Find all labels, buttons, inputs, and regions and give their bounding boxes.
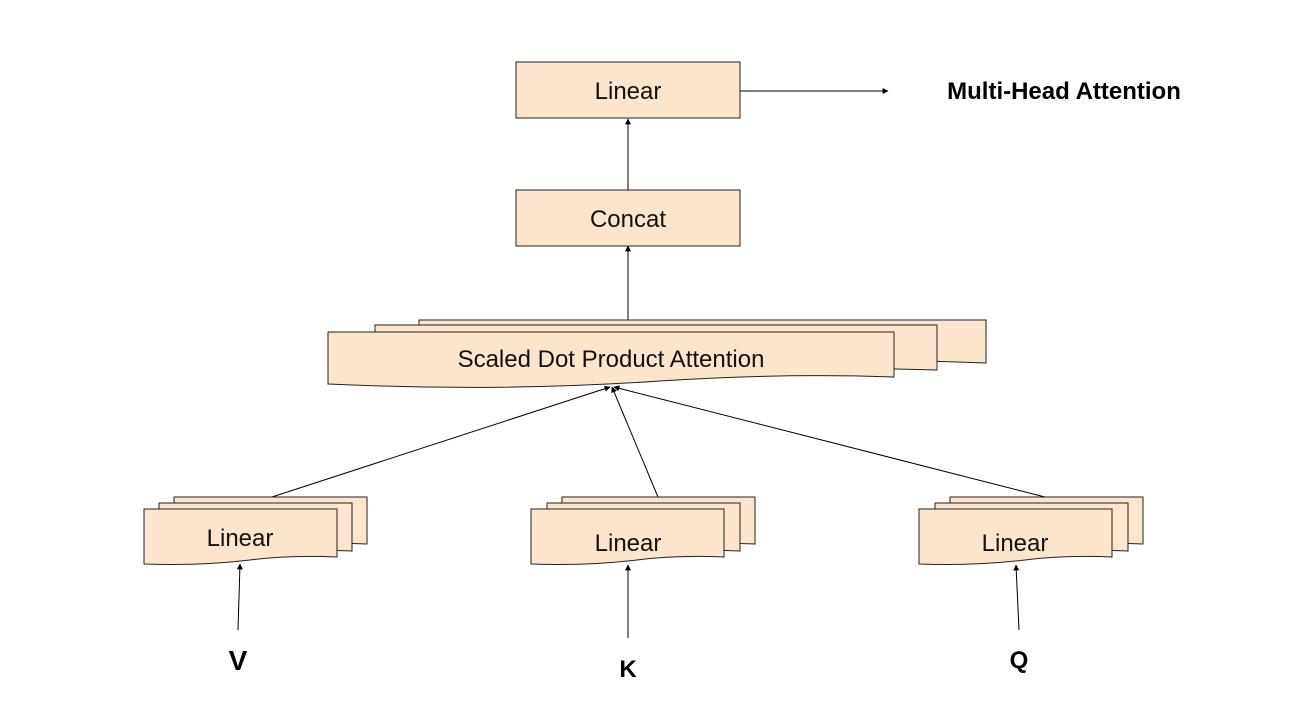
attention-node: Scaled Dot Product Attention xyxy=(327,319,987,388)
edge-q-to-linear-q xyxy=(1013,564,1020,631)
input-k-label: K xyxy=(619,656,637,683)
concat-box xyxy=(515,189,741,247)
diagram-title: Multi-Head Attention xyxy=(947,78,1181,105)
output-linear-box xyxy=(515,61,741,119)
linear-k-stack-front xyxy=(530,508,725,565)
concat-node: Concat xyxy=(515,189,741,247)
attention-label: Scaled Dot Product Attention xyxy=(458,346,765,373)
linear-q-label: Linear xyxy=(982,530,1049,557)
output-linear-node: Linear xyxy=(515,61,741,119)
output-linear-label: Linear xyxy=(595,78,662,105)
edge-v-to-linear-v xyxy=(236,563,243,631)
linear-k-label: Linear xyxy=(595,530,662,557)
attention-stack-front xyxy=(327,331,895,388)
input-v-label: V xyxy=(229,645,248,676)
edge-linear-v-to-attention xyxy=(271,385,611,498)
concat-label: Concat xyxy=(590,206,666,233)
linear-q-stack-front xyxy=(918,508,1113,565)
input-q-label: Q xyxy=(1010,647,1029,674)
edge-linear-q-to-attention xyxy=(613,385,1046,498)
linear-k-node: Linear xyxy=(530,496,756,565)
linear-v-stack-front xyxy=(143,508,338,565)
linear-v-node: Linear xyxy=(143,496,368,565)
linear-v-label: Linear xyxy=(207,525,274,552)
edge-linear-k-to-attention xyxy=(611,386,659,498)
linear-q-node: Linear xyxy=(918,496,1144,565)
